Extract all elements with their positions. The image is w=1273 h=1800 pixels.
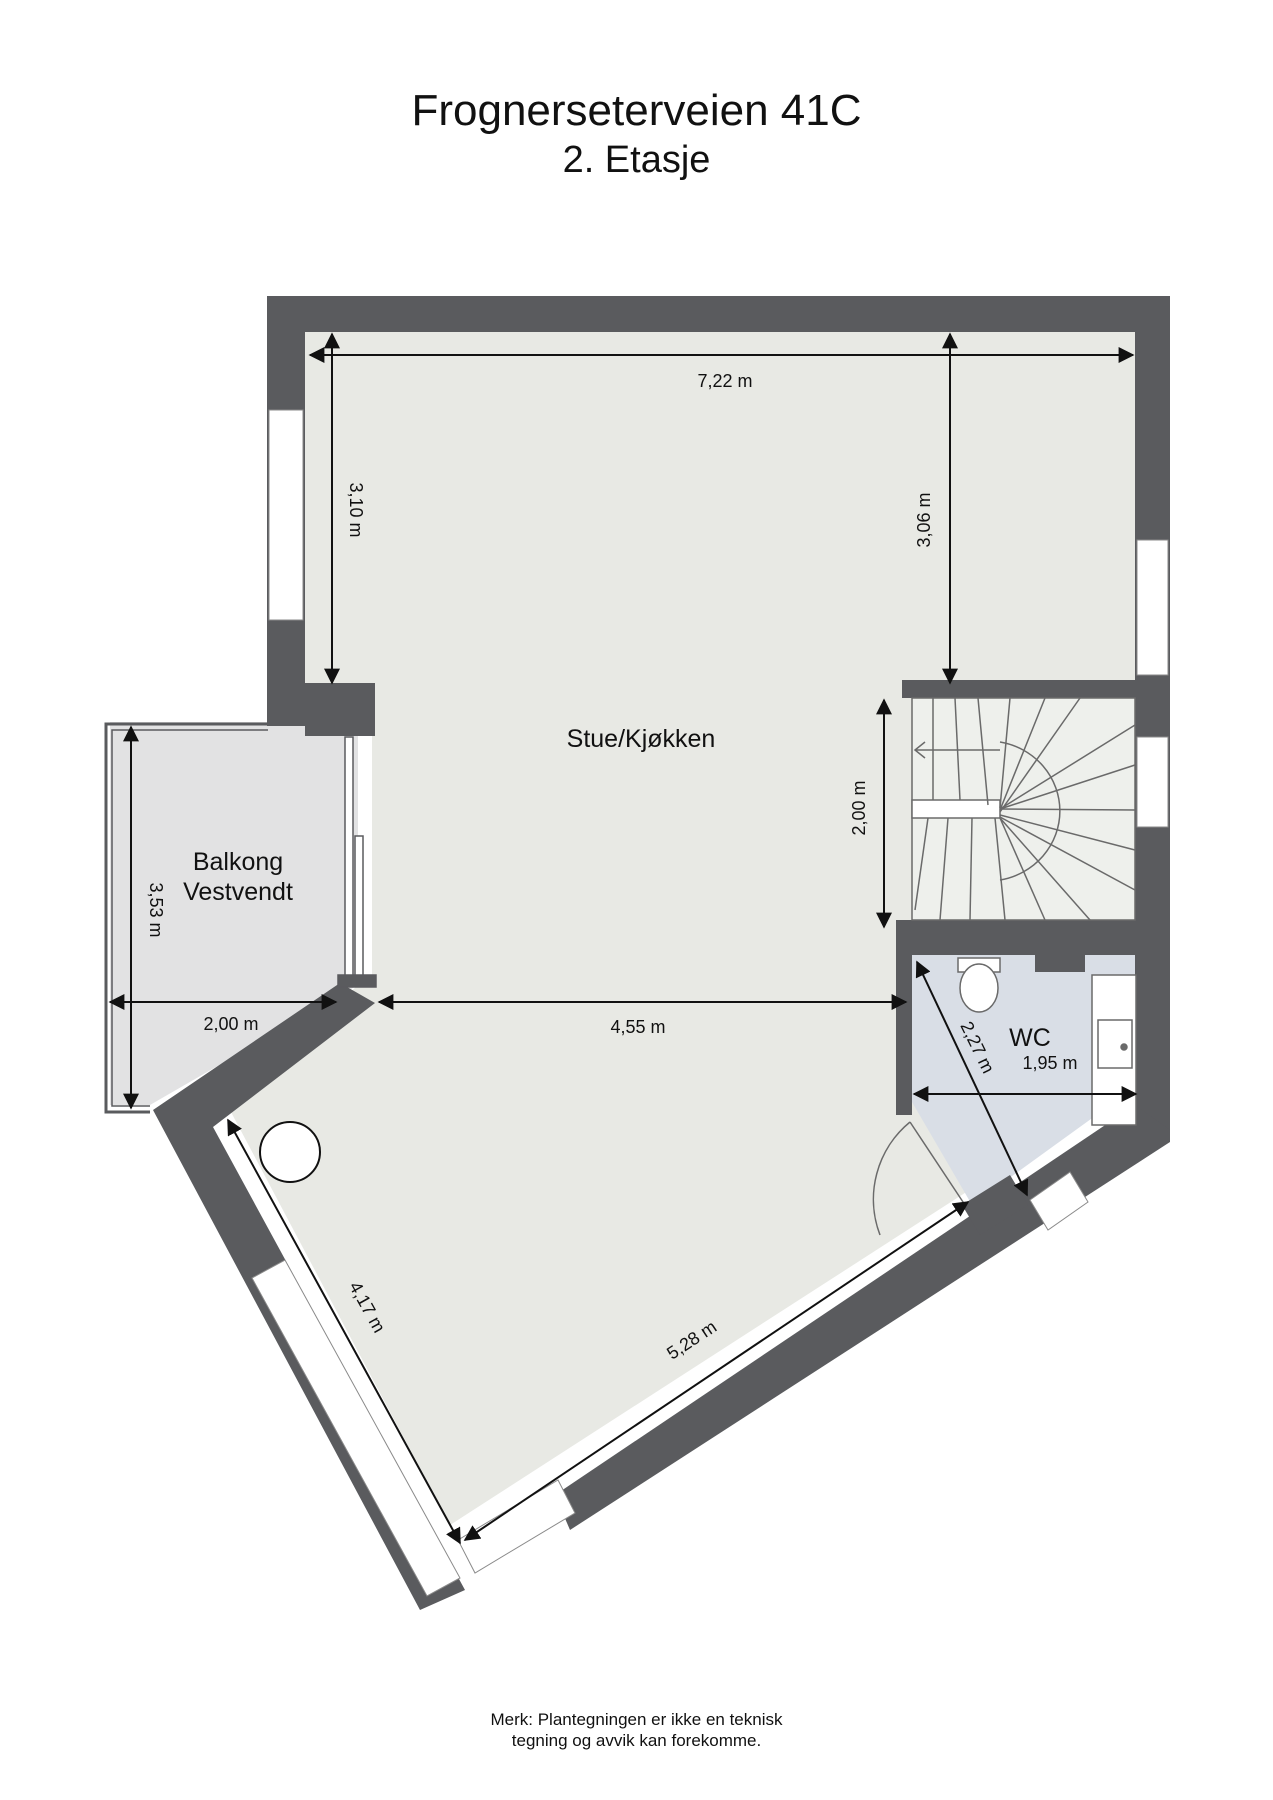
- window-right-upper: [1136, 539, 1169, 676]
- window-wc: [1029, 1171, 1089, 1231]
- dim-living-right-height: 3,06 m: [914, 492, 934, 547]
- room-label-balcony-1: Balkong: [193, 848, 283, 876]
- dim-living-lower-width: 4,55 m: [610, 1017, 665, 1037]
- disclaimer-note: Merk: Plantegningen er ikke en teknisk t…: [0, 1709, 1273, 1751]
- room-label-living: Stue/Kjøkken: [567, 725, 716, 753]
- disclaimer-line-2: tegning og avvik kan forekomme.: [511, 1731, 762, 1750]
- table-icon: [259, 1121, 321, 1183]
- floor-subtitle: 2. Etasje: [562, 139, 711, 181]
- wc-sink-icon: [1097, 1019, 1133, 1069]
- dim-living-left-height: 3,10 m: [346, 482, 366, 537]
- dim-stair-length: 2,00 m: [849, 780, 869, 835]
- dim-living-width: 7,22 m: [697, 371, 752, 391]
- balcony-door: [337, 736, 377, 988]
- toilet-bowl-icon: [959, 963, 999, 1013]
- staircase[interactable]: [911, 697, 1136, 921]
- dim-balcony-width: 2,00 m: [203, 1014, 258, 1034]
- dimension-lines: [108, 332, 1138, 1545]
- window-left: [268, 409, 304, 621]
- room-label-wc: WC: [1009, 1024, 1051, 1052]
- window-right-stair: [1136, 736, 1169, 828]
- room-label-balcony-2: Vestvendt: [183, 878, 293, 906]
- balcony-railing: [104, 722, 268, 1114]
- plan-title: Frognerseterveien 41C: [411, 86, 862, 135]
- dim-wc-width: 1,95 m: [1022, 1053, 1077, 1073]
- dim-balcony-height: 3,53 m: [146, 882, 166, 937]
- disclaimer-line-1: Merk: Plantegningen er ikke en teknisk: [490, 1710, 783, 1729]
